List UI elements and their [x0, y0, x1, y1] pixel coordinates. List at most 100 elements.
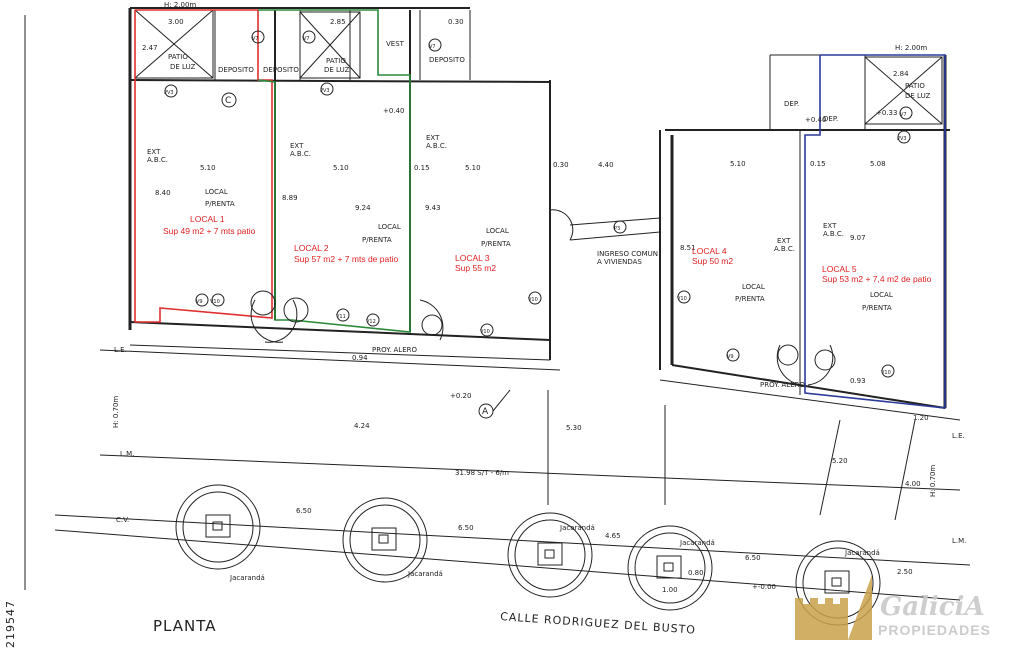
section-markers: C A — [221, 92, 511, 419]
svg-text:4.00: 4.00 — [905, 480, 921, 488]
svg-text:6.50: 6.50 — [458, 524, 474, 532]
svg-text:PROY. ALERO: PROY. ALERO — [760, 381, 805, 389]
tree-label-1: Jacarandá — [229, 574, 265, 582]
local-1-name: LOCAL 1 — [190, 214, 225, 224]
svg-text:PROY. ALERO: PROY. ALERO — [372, 346, 417, 354]
tower-icon — [795, 575, 872, 640]
svg-text:4.24: 4.24 — [354, 422, 370, 430]
local-4-sup: Sup 50 m2 — [692, 256, 733, 266]
local-2-name: LOCAL 2 — [294, 243, 329, 253]
svg-text:9.24: 9.24 — [355, 204, 371, 212]
svg-text:4.40: 4.40 — [598, 161, 614, 169]
svg-text:L.M.: L.M. — [120, 450, 134, 458]
svg-text:H: 0.70m: H: 0.70m — [112, 396, 120, 428]
door-swings — [250, 209, 836, 386]
svg-text:C.V.: C.V. — [116, 516, 129, 524]
svg-text:PV3: PV3 — [897, 136, 907, 142]
svg-text:+0.33: +0.33 — [876, 109, 897, 117]
svg-text:L.E.: L.E. — [114, 346, 127, 354]
svg-text:L.E.: L.E. — [952, 432, 965, 440]
svg-text:DEPOSITO: DEPOSITO — [429, 56, 465, 64]
svg-text:8.51: 8.51 — [680, 244, 696, 252]
tree-label-3: Jacarandá — [559, 524, 595, 532]
local-1-outline[interactable] — [134, 9, 273, 323]
svg-text:PV3: PV3 — [320, 88, 330, 94]
svg-text:PATIO: PATIO — [168, 53, 188, 61]
svg-text:0.93: 0.93 — [850, 377, 866, 385]
tree-label-2: Jacarandá — [407, 570, 443, 578]
svg-text:5.08: 5.08 — [870, 160, 886, 168]
tree-label-5: Jacarandá — [844, 549, 880, 557]
svg-text:2.47: 2.47 — [142, 44, 158, 52]
svg-text:P/RENTA: P/RENTA — [205, 200, 235, 208]
svg-text:+0.40: +0.40 — [805, 116, 826, 124]
svg-text:0.30: 0.30 — [448, 18, 464, 26]
svg-text:V10: V10 — [528, 297, 538, 303]
local-2-outline[interactable] — [257, 9, 411, 333]
tree-3: Jacarandá — [507, 512, 595, 598]
svg-text:A.B.C.: A.B.C. — [823, 230, 844, 238]
svg-text:V7: V7 — [900, 112, 907, 118]
trees: Jacarandá Jacarandá Jacarandá Jacarandá … — [175, 484, 881, 626]
svg-text:V11: V11 — [336, 314, 346, 320]
svg-text:V10: V10 — [881, 370, 891, 376]
svg-text:A.B.C.: A.B.C. — [426, 142, 447, 150]
street-name: CALLE RODRIGUEZ DEL BUSTO — [500, 610, 697, 637]
svg-text:P/RENTA: P/RENTA — [362, 236, 392, 244]
svg-text:A.B.C.: A.B.C. — [147, 156, 168, 164]
svg-text:9.07: 9.07 — [850, 234, 866, 242]
svg-text:EXT: EXT — [290, 142, 304, 150]
marker-c: C — [225, 96, 231, 106]
svg-text:EXT: EXT — [777, 237, 791, 245]
svg-text:5.10: 5.10 — [465, 164, 481, 172]
svg-text:LOCAL: LOCAL — [205, 188, 228, 196]
local-4-name: LOCAL 4 — [692, 246, 727, 256]
svg-text:P/RENTA: P/RENTA — [735, 295, 765, 303]
svg-text:1.20: 1.20 — [913, 414, 929, 422]
svg-text:PATIO: PATIO — [905, 82, 925, 90]
svg-text:DE LUZ: DE LUZ — [905, 92, 931, 100]
svg-text:LOCAL: LOCAL — [742, 283, 765, 291]
svg-text:5.10: 5.10 — [200, 164, 216, 172]
svg-text:L.M.: L.M. — [952, 537, 966, 545]
plan-title: PLANTA — [153, 617, 217, 635]
svg-text:DEP.: DEP. — [784, 100, 799, 108]
svg-text:2.85: 2.85 — [330, 18, 346, 26]
svg-text:31.98 S/T - 6/m: 31.98 S/T - 6/m — [455, 469, 509, 477]
logo-subtitle: PROPIEDADES — [878, 622, 991, 638]
svg-text:4.65: 4.65 — [605, 532, 621, 540]
svg-text:V7: V7 — [429, 44, 436, 50]
svg-text:EXT: EXT — [147, 148, 161, 156]
logo-brand: GaliciA — [880, 592, 985, 622]
svg-text:+0.40: +0.40 — [383, 107, 404, 115]
side-note: 219547 — [4, 600, 17, 648]
svg-text:1.00: 1.00 — [662, 586, 678, 594]
svg-text:+-0.00: +-0.00 — [752, 583, 776, 591]
local-3-name: LOCAL 3 — [455, 253, 490, 263]
svg-text:LOCAL: LOCAL — [870, 291, 893, 299]
svg-text:VEST: VEST — [386, 40, 405, 48]
local-5-outline[interactable] — [804, 54, 946, 409]
svg-text:8.89: 8.89 — [282, 194, 298, 202]
svg-text:V7: V7 — [303, 36, 310, 42]
svg-text:5.10: 5.10 — [333, 164, 349, 172]
room-labels: LOCAL P/RENTA LOCAL P/RENTA LOCAL P/RENT… — [112, 1, 966, 591]
svg-text:V7: V7 — [252, 36, 259, 42]
svg-text:V9: V9 — [196, 299, 203, 305]
svg-text:0.80: 0.80 — [688, 569, 704, 577]
svg-text:6.50: 6.50 — [745, 554, 761, 562]
door-codes: V7 V7 V7 V7 V9 V10 V11 V12 V10 V10 V10 V… — [164, 30, 913, 378]
dimensions: 5.10 5.10 5.10 0.30 4.40 5.10 0.15 5.08 … — [142, 18, 929, 594]
svg-text:V10: V10 — [480, 329, 490, 335]
unit-annotations: LOCAL 1 Sup 49 m2 + 7 mts patio LOCAL 2 … — [163, 214, 932, 284]
building-walls — [24, 7, 971, 601]
svg-text:3.00: 3.00 — [168, 18, 184, 26]
tree-4: Jacarandá — [627, 525, 715, 611]
svg-text:A VIVIENDAS: A VIVIENDAS — [597, 258, 642, 266]
local-1-sup: Sup 49 m2 + 7 mts patio — [163, 226, 256, 236]
svg-text:A.B.C.: A.B.C. — [290, 150, 311, 158]
local-3-sup: Sup 55 m2 — [455, 263, 496, 273]
svg-text:LOCAL: LOCAL — [486, 227, 509, 235]
svg-text:DEPOSITO: DEPOSITO — [218, 66, 254, 74]
